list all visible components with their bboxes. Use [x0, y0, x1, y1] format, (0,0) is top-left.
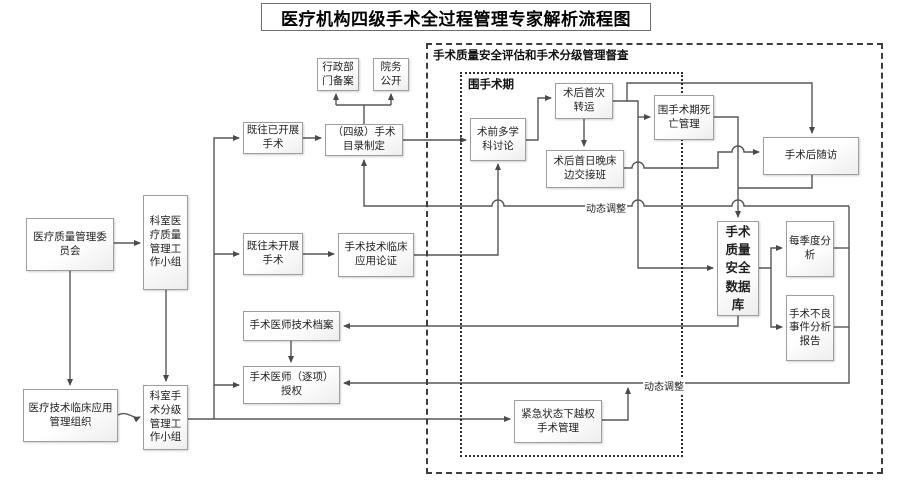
node-dept-quality-group: 科室医疗质量管理工作小组 [143, 195, 188, 290]
node-surgery-quality-database: 手术质量安全数据库 [717, 221, 759, 316]
node-adverse-event-report: 手术不良事件分析报告 [786, 295, 834, 361]
perioperative-region-border [460, 72, 683, 457]
node-med-tech-org: 医疗技术临床应用管理组织 [23, 389, 118, 442]
supervision-region-label: 手术质量安全评估和手术分级管理督查 [431, 47, 631, 63]
node-admin-record: 行政部门备案 [317, 58, 359, 91]
node-emergency-override-mgmt: 紧急状态下越权手术管理 [514, 400, 602, 443]
node-surgeon-authorization: 手术医师（逐项）授权 [243, 366, 340, 404]
node-postop-followup: 手术后随访 [763, 137, 859, 175]
perioperative-region-label: 围手术期 [466, 76, 516, 92]
dynamic-adjust-label-1: 动态调整 [585, 200, 627, 215]
node-preop-mdt-discussion: 术前多学科讨论 [470, 118, 526, 161]
node-quarterly-analysis: 每季度分析 [786, 221, 834, 277]
node-previously-not-done-surgery: 既往未开展手术 [243, 233, 303, 275]
node-tech-clinical-demonstration: 手术技术临床应用论证 [338, 233, 414, 277]
supervision-region-border [426, 43, 883, 474]
node-previously-done-surgery: 既往已开展手术 [243, 122, 303, 154]
node-dept-grading-group: 科室手术分级管理工作小组 [143, 385, 188, 450]
node-hospital-disclosure: 院务公开 [373, 58, 409, 91]
node-postop-first-transfer: 术后首次转运 [555, 83, 613, 119]
node-level4-catalog: （四级）手术目录制定 [325, 124, 403, 156]
node-surgeon-archive: 手术医师技术档案 [243, 311, 340, 341]
node-perioperative-death-mgmt: 围手术期死亡管理 [654, 95, 714, 140]
page-title: 医疗机构四级手术全过程管理专家解析流程图 [261, 3, 651, 31]
node-medical-quality-committee: 医疗质量管理委员会 [26, 218, 114, 271]
dynamic-adjust-label-2: 动态调整 [643, 378, 685, 393]
node-postop-bedside-handover: 术后首日晚床边交接班 [546, 150, 624, 188]
